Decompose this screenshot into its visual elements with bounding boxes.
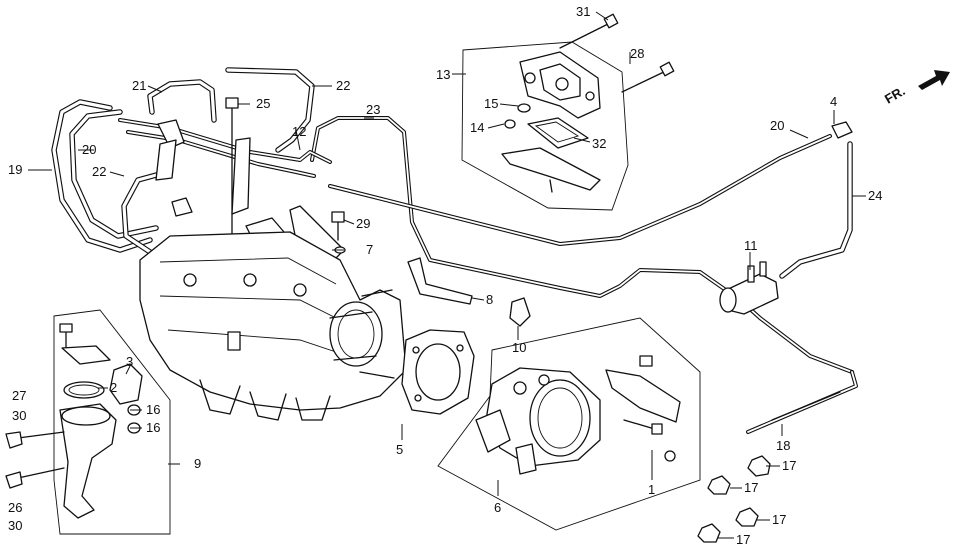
leader-lines xyxy=(28,11,866,539)
callout-labels: 31 28 13 15 14 32 4 20 24 11 21 22 25 23… xyxy=(8,4,882,547)
callout-17-d: 17 xyxy=(736,532,750,547)
callout-23: 23 xyxy=(366,102,380,117)
callout-21: 21 xyxy=(132,78,146,93)
callout-13: 13 xyxy=(436,67,450,82)
callout-30-upper: 30 xyxy=(12,408,26,423)
callout-25: 25 xyxy=(256,96,270,111)
callout-22-lower: 22 xyxy=(92,164,106,179)
throttle-body-gasket xyxy=(401,329,475,415)
idle-control-valve-group xyxy=(461,13,675,211)
callout-17-b: 17 xyxy=(744,480,758,495)
callout-9: 9 xyxy=(194,456,201,471)
throttle-body-group xyxy=(437,317,701,531)
nuts-17 xyxy=(697,455,771,543)
callout-26: 26 xyxy=(8,500,22,515)
callout-24: 24 xyxy=(868,188,882,203)
callout-15: 15 xyxy=(484,96,498,111)
fast-idle-valve-group xyxy=(5,309,171,535)
front-direction-label: FR. xyxy=(882,83,908,106)
callout-1: 1 xyxy=(648,482,655,497)
callout-8: 8 xyxy=(486,292,493,307)
callout-2: 2 xyxy=(110,380,117,395)
callout-19: 19 xyxy=(8,162,22,177)
callout-18: 18 xyxy=(776,438,790,453)
callout-5: 5 xyxy=(396,442,403,457)
check-valve-11 xyxy=(719,261,779,315)
callout-20-right: 20 xyxy=(770,118,784,133)
callout-12: 12 xyxy=(292,124,306,139)
bracket-group-7-8 xyxy=(289,205,531,327)
callout-16-lower: 16 xyxy=(146,420,160,435)
callout-7: 7 xyxy=(366,242,373,257)
callout-27: 27 xyxy=(12,388,26,403)
callout-29: 29 xyxy=(356,216,370,231)
callout-10: 10 xyxy=(512,340,526,355)
callout-20-left: 20 xyxy=(82,142,96,157)
callout-11: 11 xyxy=(744,238,758,253)
callout-32: 32 xyxy=(592,136,606,151)
callout-3: 3 xyxy=(126,354,133,369)
callout-30-lower: 30 xyxy=(8,518,22,533)
callout-17-a: 17 xyxy=(782,458,796,473)
intake-manifold xyxy=(139,231,407,421)
callout-17-c: 17 xyxy=(772,512,786,527)
callout-22-upper: 22 xyxy=(336,78,350,93)
callout-31: 31 xyxy=(576,4,590,19)
callout-14: 14 xyxy=(470,120,484,135)
callout-4: 4 xyxy=(830,94,837,109)
callout-16-upper: 16 xyxy=(146,402,160,417)
front-direction-marker: FR. xyxy=(882,70,950,107)
front-arrow-icon xyxy=(918,70,950,90)
callout-6: 6 xyxy=(494,500,501,515)
callout-28: 28 xyxy=(630,46,644,61)
